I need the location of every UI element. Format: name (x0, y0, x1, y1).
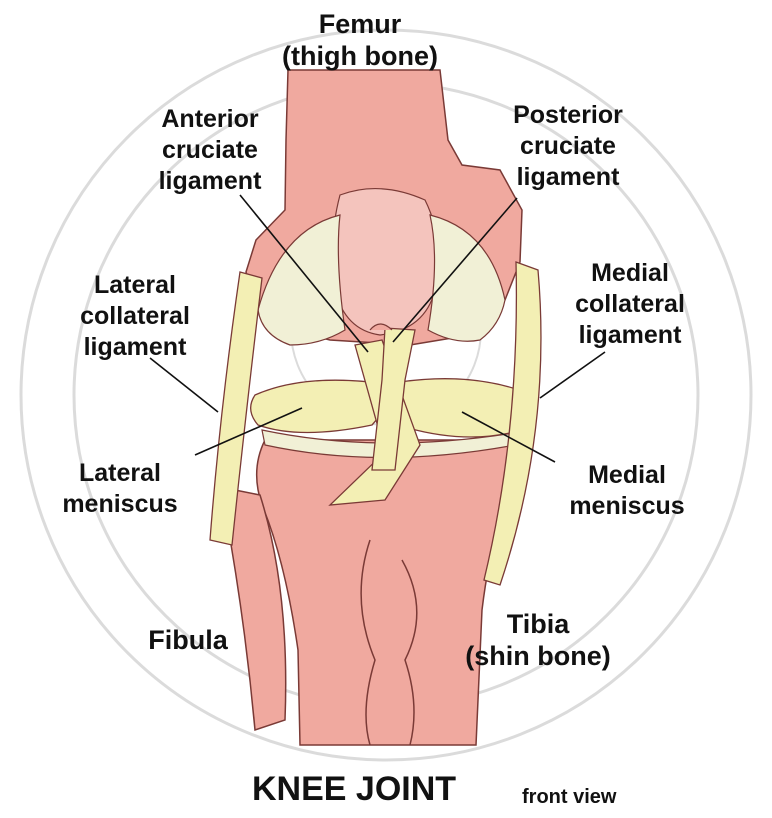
label-lateral-meniscus: Lateral meniscus (45, 458, 195, 520)
diagram-subtitle: front view (522, 786, 616, 809)
label-tibia: Tibia (shin bone) (438, 608, 638, 672)
patella-area (332, 189, 438, 335)
label-femur: Femur (thigh bone) (250, 8, 470, 72)
diagram-title: KNEE JOINT (252, 770, 456, 809)
label-posterior-cruciate-ligament: Posterior cruciate ligament (488, 100, 648, 193)
label-medial-collateral-ligament: Medial collateral ligament (555, 258, 705, 351)
label-medial-meniscus: Medial meniscus (552, 460, 702, 522)
label-fibula: Fibula (128, 624, 248, 656)
label-lateral-collateral-ligament: Lateral collateral ligament (60, 270, 210, 363)
label-anterior-cruciate-ligament: Anterior cruciate ligament (135, 104, 285, 197)
lateral-meniscus-shape (251, 380, 383, 432)
